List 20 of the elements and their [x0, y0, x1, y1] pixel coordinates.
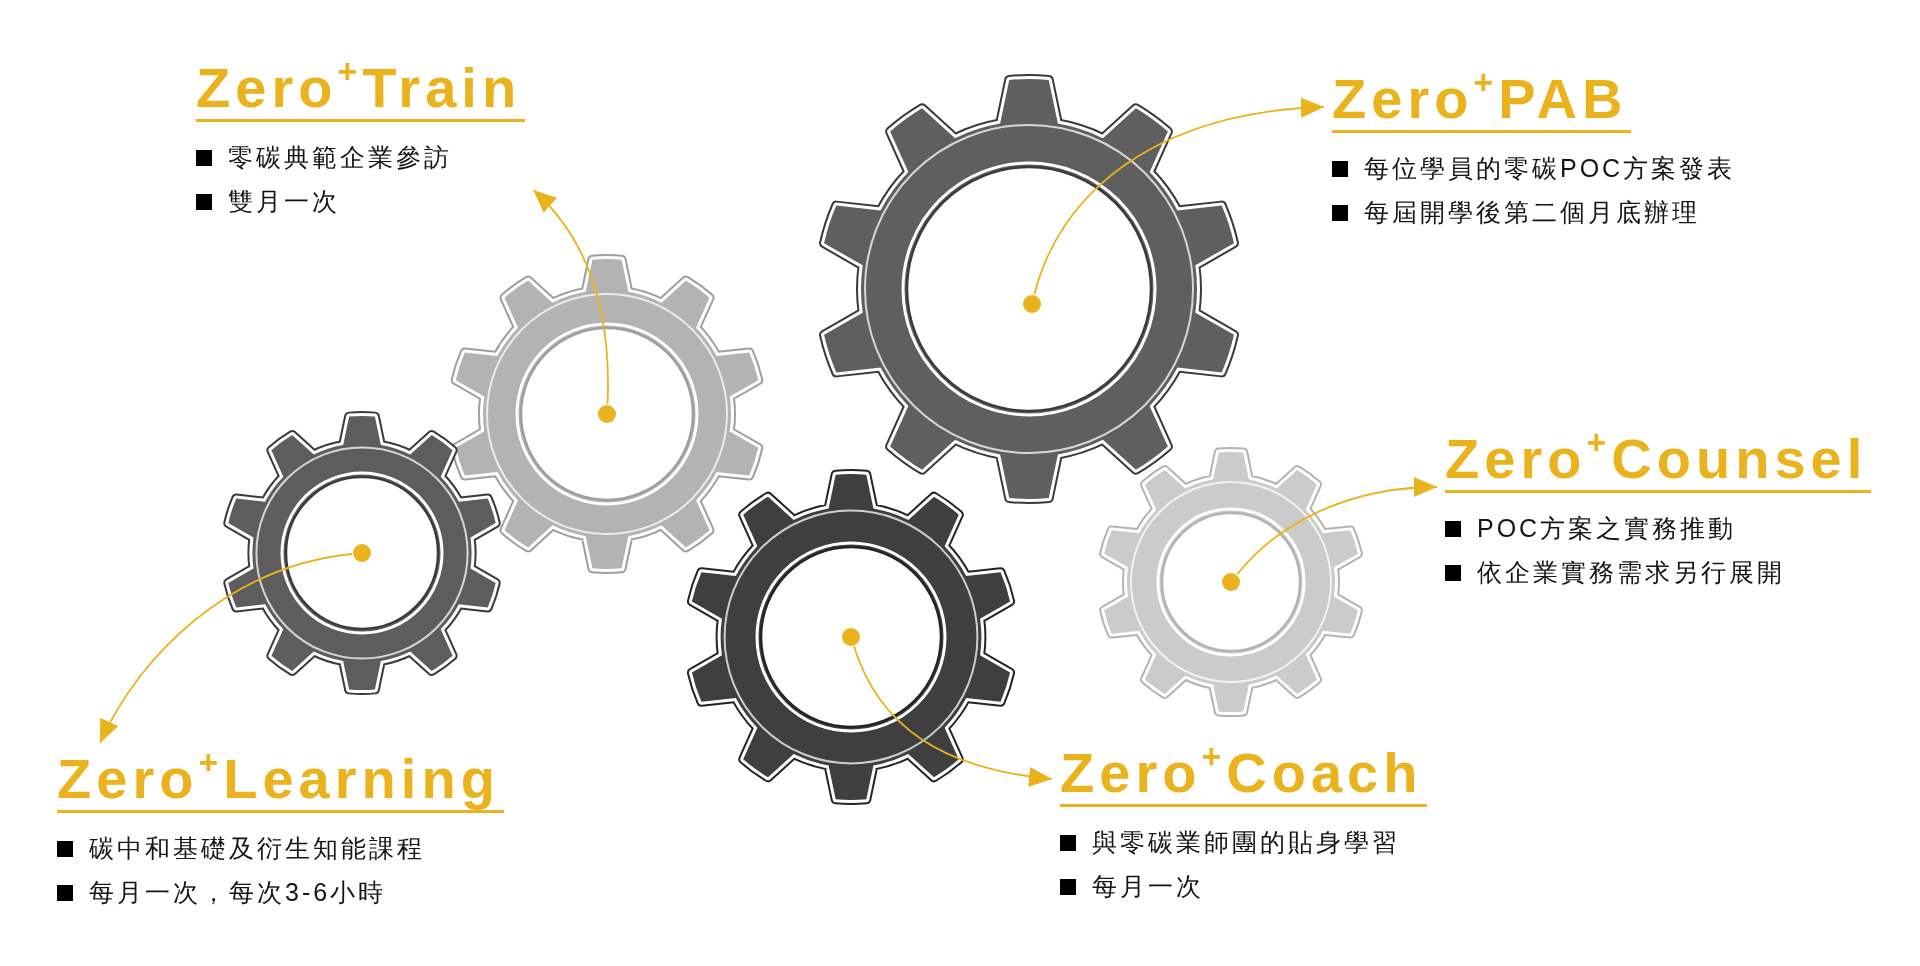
curved-arrow	[1236, 477, 1438, 576]
program-title: Zero$^{+}$PAB	[1332, 71, 1632, 133]
program-title: Zero$^{+}$Train	[196, 60, 526, 122]
program-title: Zero$^{+}$Learning	[57, 751, 504, 813]
bullet-text: 依企業實務需求另行展開	[1477, 557, 1785, 589]
bullet-text: 與零碳業師團的貼身學習	[1092, 827, 1400, 859]
bullet-text: POC方案之實務推動	[1477, 513, 1737, 545]
bullet-text: 雙月一次	[228, 186, 340, 218]
bullet-text: 零碳典範企業參訪	[228, 142, 452, 174]
curved-arrow	[853, 645, 1053, 787]
bullet-text: 碳中和基礎及衍生知能課程	[89, 833, 425, 865]
program-title: Zero$^{+}$Coach	[1060, 745, 1427, 807]
curved-arrow	[99, 553, 353, 744]
program-title: Zero$^{+}$Counsel	[1445, 431, 1872, 493]
bullet-text: 每月一次，每次3-6小時	[89, 877, 387, 909]
curved-arrow	[1033, 98, 1325, 296]
bullet-text: 每月一次	[1092, 871, 1204, 903]
bullet-text: 每屆開學後第二個月底辦理	[1364, 197, 1700, 229]
bullet-text: 每位學員的零碳POC方案發表	[1364, 153, 1736, 185]
curved-arrow	[532, 189, 609, 405]
